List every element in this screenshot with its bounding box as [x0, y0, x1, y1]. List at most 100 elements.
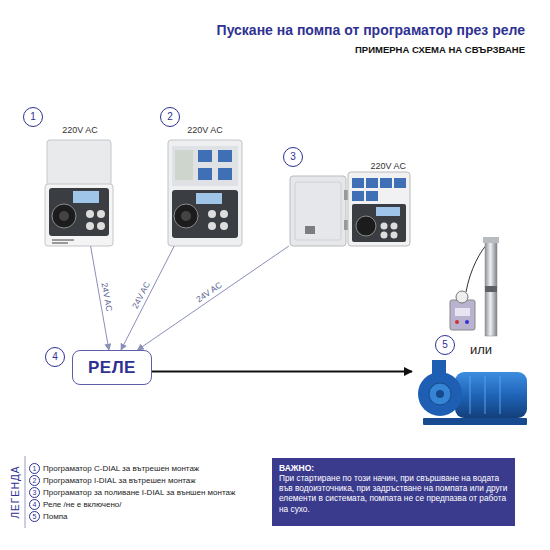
programmer-i-dial-outdoor-part [356, 216, 376, 236]
jet-pump-part [470, 376, 471, 414]
legend-text: Реле /не е включено/ [43, 500, 122, 510]
connector-arrow [137, 246, 288, 350]
jet-pump-part [429, 383, 451, 405]
programmer-i-dial-indoor-part [218, 150, 232, 162]
programmer-i-dial-outdoor-part [376, 207, 400, 216]
programmer-unit: 220V AC [165, 126, 245, 246]
submersible-pump [450, 237, 499, 336]
programmer-i-dial-outdoor-part [381, 223, 388, 230]
programmer-i-dial-indoor-part [196, 193, 222, 204]
node-text: 1 [30, 112, 36, 122]
callout-number: 5 [29, 511, 40, 522]
submersible-pump-part [455, 320, 459, 324]
legend-divider [25, 456, 26, 528]
programmer-i-dial-outdoor [290, 172, 410, 246]
callout-number: 4 [45, 347, 65, 367]
legend-text: Програматор C-DIAL за вътрешен монтаж [43, 464, 199, 474]
programmer-i-dial-outdoor-part [290, 176, 346, 246]
programmer-c-dial-part [52, 242, 68, 244]
callout-number: 1 [23, 107, 43, 127]
programmer-c-dial-part [45, 184, 113, 246]
node-body: При стартиране по този начин, при свършв… [279, 473, 508, 513]
jet-pump-part [418, 372, 462, 416]
jet-pump-part [436, 390, 444, 398]
programmer-i-dial-outdoor-part [352, 191, 364, 201]
callout-number: 3 [283, 147, 303, 167]
submersible-pump-part [465, 320, 469, 324]
callout-number: 2 [29, 475, 40, 486]
subtitle: ПРИМЕРНА СХЕМА НА СВЪРЗВАНЕ [355, 44, 525, 55]
callout-number: 2 [160, 107, 180, 127]
programmer-i-dial-indoor-part [181, 211, 191, 221]
programmer-i-dial-indoor-part [208, 222, 216, 230]
programmer-i-dial-outdoor-part [352, 178, 364, 188]
submersible-pump-part [450, 300, 475, 330]
jet-pump-part [455, 372, 527, 418]
programmer-c-dial-part [73, 191, 99, 203]
programmer-i-dial-indoor-part [175, 150, 193, 180]
callout-number: 5 [435, 335, 455, 355]
programmer-i-dial-outdoor-part [295, 182, 341, 240]
programmer-unit: 220V AC [288, 162, 412, 246]
callout-number: 1 [29, 463, 40, 474]
programmer-i-dial-indoor-part [198, 168, 212, 180]
submersible-pump-part [455, 308, 470, 316]
programmer-c-dial-part [86, 210, 94, 218]
submersible-pump-part [485, 286, 497, 292]
submersible-pump-part [456, 291, 468, 303]
programmer-i-dial-outdoor-part [366, 191, 378, 201]
node-text: ВАЖНО: [279, 463, 508, 473]
jet-pump-part [432, 360, 446, 374]
programmer-i-dial-outdoor-part [366, 178, 378, 188]
connector-arrow [121, 246, 174, 350]
relay-box: РЕЛЕ [72, 350, 152, 385]
programmer-c-dial-part [52, 239, 74, 241]
programmer-i-dial-outdoor-part [381, 232, 388, 239]
submersible-pump-part [485, 240, 497, 336]
pump-group: или [412, 358, 535, 430]
programmer-i-dial-indoor-part [168, 140, 242, 246]
programmer-i-dial-indoor-part [172, 190, 238, 238]
node-text: 220V AC [40, 126, 120, 135]
programmer-c-dial-part [97, 210, 105, 218]
programmer-i-dial-outdoor-part [305, 226, 315, 234]
legend-text: Помпа [43, 512, 67, 522]
legend-divider-part [25, 456, 26, 528]
node-text: 4 [52, 352, 58, 362]
jet-pump-part [500, 376, 501, 414]
legend-heading: ЛЕГЕНДА [10, 466, 21, 519]
legend-text: Програматор I-DIAL за вътрешен монтаж [43, 476, 196, 486]
jet-pump-part [485, 376, 486, 414]
programmer-i-dial-outdoor-part [380, 178, 392, 188]
programmer-i-dial-outdoor-part [391, 223, 398, 230]
legend-text: Програматор за поливане I-DIAL за външен… [43, 488, 235, 498]
programmer-c-dial-part [52, 204, 76, 228]
programmer-i-dial-outdoor-part [352, 204, 406, 242]
programmer-i-dial-indoor-part [218, 168, 232, 180]
node-text: РЕЛЕ [88, 358, 136, 378]
programmer-c-dial-part [49, 188, 109, 236]
node-text: 220V AC [165, 126, 245, 135]
programmer-i-dial-outdoor-part [394, 178, 406, 188]
programmer-c-dial-part [47, 140, 111, 186]
submersible-pump-part [483, 237, 499, 243]
programmer-c-dial-part [59, 211, 69, 221]
node-text: 3 [290, 152, 296, 162]
title: Пускане на помпа от програматор през рел… [217, 22, 525, 38]
callout-number: 4 [29, 499, 40, 510]
note-box: ВАЖНО:При стартиране по този начин, при … [272, 458, 515, 526]
programmer-i-dial-outdoor-part [348, 172, 410, 246]
programmer-i-dial-indoor-part [220, 210, 228, 218]
connector-arrow [152, 371, 412, 373]
programmer-i-dial-indoor-part [208, 210, 216, 218]
callout-number: 3 [29, 487, 40, 498]
programmer-c-dial-part [97, 222, 105, 230]
programmer-i-dial-indoor-part [172, 146, 238, 186]
node-text: или [470, 342, 492, 357]
node-text: 2 [167, 112, 173, 122]
programmer-c-dial [45, 140, 113, 246]
jet-pump [418, 360, 527, 425]
programmer-unit: 220V AC [40, 126, 120, 246]
node-text: 5 [442, 340, 448, 350]
